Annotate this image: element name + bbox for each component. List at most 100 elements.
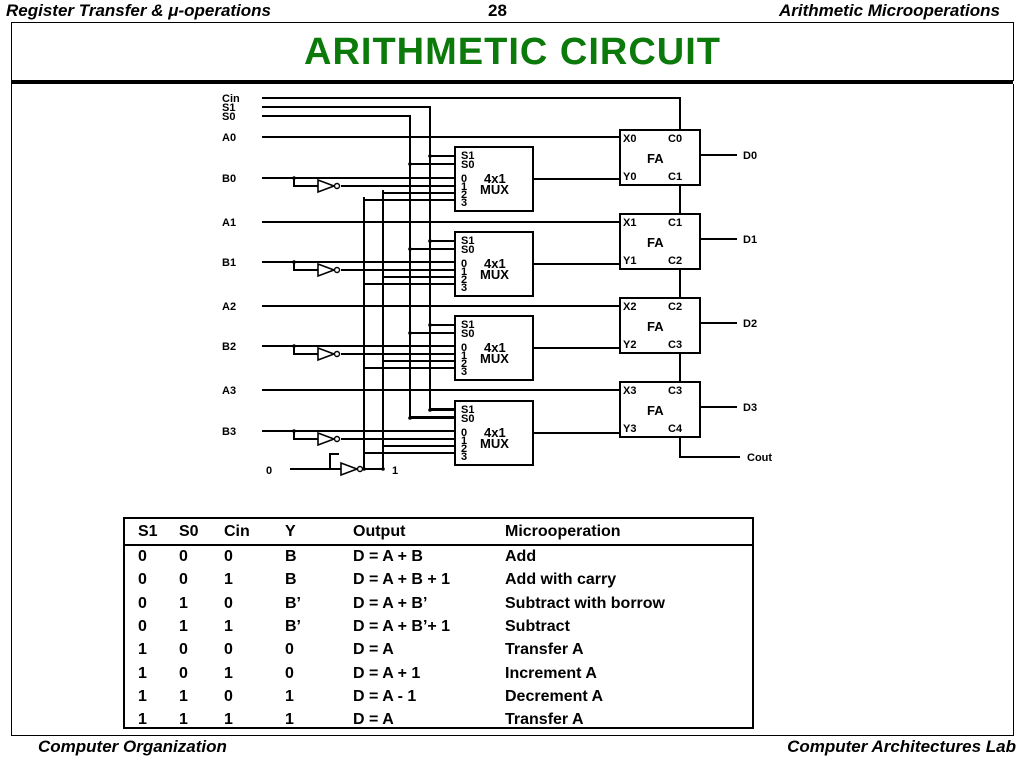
junction-dot [292,429,296,433]
table-cell: B [285,571,297,589]
table-cell: Transfer A [505,641,584,659]
page-number: 28 [488,1,507,20]
mux-in1-label: 1 [461,181,467,193]
full-adder-block [619,213,701,270]
table-cell: D = A [353,711,394,729]
table-header-cell: S1 [138,523,158,540]
full-adder-block [619,129,701,186]
content-frame [11,84,1014,736]
mux-block [454,315,534,381]
inverter-bubble [356,465,364,473]
fa-x-label: X3 [623,385,636,397]
table-cell: D = A + B [353,548,423,565]
table-cell: 0 [179,548,188,565]
table-cell: 1 [285,687,294,705]
mux-block [454,400,534,466]
mux-name-label: 4x1 [484,256,506,271]
junction-dot [428,154,432,158]
output-d3-label: D3 [743,402,757,414]
table-cell: D = A + 1 [353,664,421,682]
table-cell: 1 [224,571,233,589]
mux-label: MUX [480,351,509,366]
mux-s1-label: S1 [461,319,474,331]
table-cell: 0 [138,594,147,612]
const-zero-feed [290,453,339,470]
table-cell: D = A + B + 1 [353,571,451,589]
const-one-label: 1 [392,465,398,477]
inverter-bubble [333,435,341,443]
mux-s0-label: S0 [461,328,474,340]
table-header-cell: Y [285,523,296,540]
table-header-cell: Output [353,523,406,540]
header-right-title: Arithmetic Microoperations [778,1,1000,20]
fa-cout-label: C3 [668,339,682,351]
table-cell: D = A - 1 [353,687,417,705]
inverter-gate [340,461,360,477]
fa-cin-label: C1 [668,217,682,229]
mux-s0-label: S0 [461,159,474,171]
mux-block [454,146,534,212]
const-zero-label: 0 [266,465,272,477]
junction-dot [408,162,412,166]
table-header-cell: Microoperation [505,523,621,540]
table-header-cell: Cin [224,523,250,540]
junction-dot [292,344,296,348]
output-d0-label: D0 [743,150,757,162]
fa-cin-label: C2 [668,301,682,313]
table-cell: Add [505,548,537,565]
junction-dot [408,247,412,251]
mux-s1-label: S1 [461,404,474,416]
input-b3-label: B3 [222,426,236,438]
inverter-gate [317,431,337,447]
fa-cout-label: C2 [668,255,682,267]
table-cell: 0 [138,571,147,589]
junction-dot [428,239,432,243]
cout-label: Cout [747,452,772,464]
table-cell: Transfer A [505,711,584,729]
table-cell: 0 [224,687,233,705]
inverter-gate [317,262,337,278]
mux-label: MUX [480,182,509,197]
mux-in1-label: 1 [461,435,467,447]
cin-label: Cin [222,93,240,105]
table-cell: 1 [138,664,147,682]
full-adder-block [619,381,701,438]
mux-in3-label: 3 [461,197,467,209]
table-cell: 0 [138,617,147,635]
fa-x-label: X1 [623,217,636,229]
junction-dot [381,467,385,471]
junction-dot [428,323,432,327]
b1-to-inverter [293,262,318,271]
mux-in1-label: 1 [461,350,467,362]
table-cell: 1 [138,711,147,729]
mux-in3-label: 3 [461,451,467,463]
b2-to-inverter [293,346,318,355]
mux-name-label: 4x1 [484,171,506,186]
table-cell: 0 [224,641,233,659]
table-cell: 1 [224,664,233,682]
junction-dot [408,331,412,335]
table-cell: 0 [138,548,147,565]
table-cell: D = A + B’ [353,594,428,612]
input-a0-label: A0 [222,132,236,144]
control-s1-label: S1 [222,102,235,114]
junction-dot [362,467,366,471]
cout-line [679,437,740,458]
table-cell: D = A + B’+ 1 [353,617,451,635]
footer-right: Computer Architectures Lab [787,737,1016,756]
table-cell: 0 [285,641,294,659]
junction-dot [292,176,296,180]
mux-s0-label: S0 [461,413,474,425]
s0-line [262,115,455,418]
table-cell: 0 [285,664,294,682]
mux-in2-label: 2 [461,443,467,455]
table-cell: 1 [285,711,294,729]
fa-label: FA [647,403,664,418]
mux-name-label: 4x1 [484,340,506,355]
full-adder-block [619,297,701,354]
table-cell: Subtract [505,617,570,635]
